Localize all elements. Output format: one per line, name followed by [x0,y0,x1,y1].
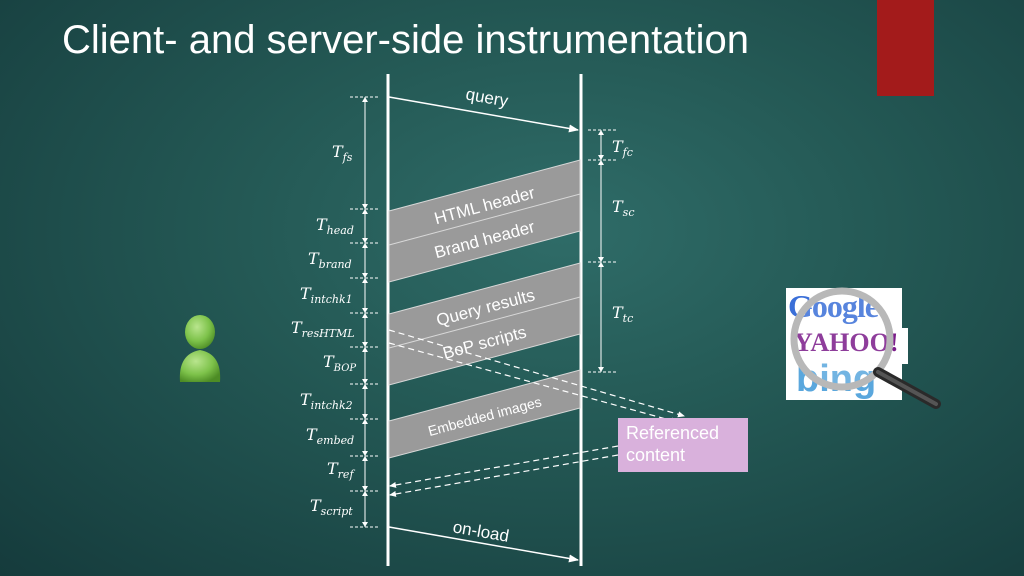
label-t-ref: Tref [327,459,355,481]
onload-arrow [388,526,579,563]
label-t-fc: Tfc [612,137,633,159]
yahoo-logo: YAHOO! [794,328,899,358]
search-engines-logo: Google YAHOO! bing [782,284,947,414]
band-bop-scripts [388,296,581,386]
band-brand-header [388,193,581,283]
label-t-embed: Tembed [306,425,354,447]
label-t-intchk1: Tintchk1 [300,284,353,306]
ref-response-arrow-1 [389,445,619,488]
user-icon [179,315,221,382]
accent-bar [877,0,934,96]
label-t-bop: TBOP [323,352,356,374]
label-t-intchk2: Tintchk2 [300,390,353,412]
label-t-tc: Ttc [612,303,633,325]
label-t-head: Thead [316,215,354,237]
ref-request-arrow-1 [388,329,685,418]
slide-title: Client- and server-side instrumentation [62,18,749,62]
band-embedded-images [388,369,581,459]
right-timeline [588,129,618,373]
left-timeline-arrows [362,97,368,527]
ref-response-arrow-2 [389,454,619,497]
query-arrow [388,96,579,133]
label-t-sc: Tsc [612,197,634,219]
referenced-content-box: Referenced content [618,418,748,472]
right-timeline-arrows [598,130,604,372]
label-t-fs: Tfs [332,142,353,164]
label-t-brand: Tbrand [308,249,352,271]
magnifier-icon [790,287,941,409]
query-label: query [464,85,510,111]
onload-label: on-load [451,517,510,546]
label-t-script: Tscript [310,496,353,518]
label-t-reshtml: TresHTML [291,318,355,340]
